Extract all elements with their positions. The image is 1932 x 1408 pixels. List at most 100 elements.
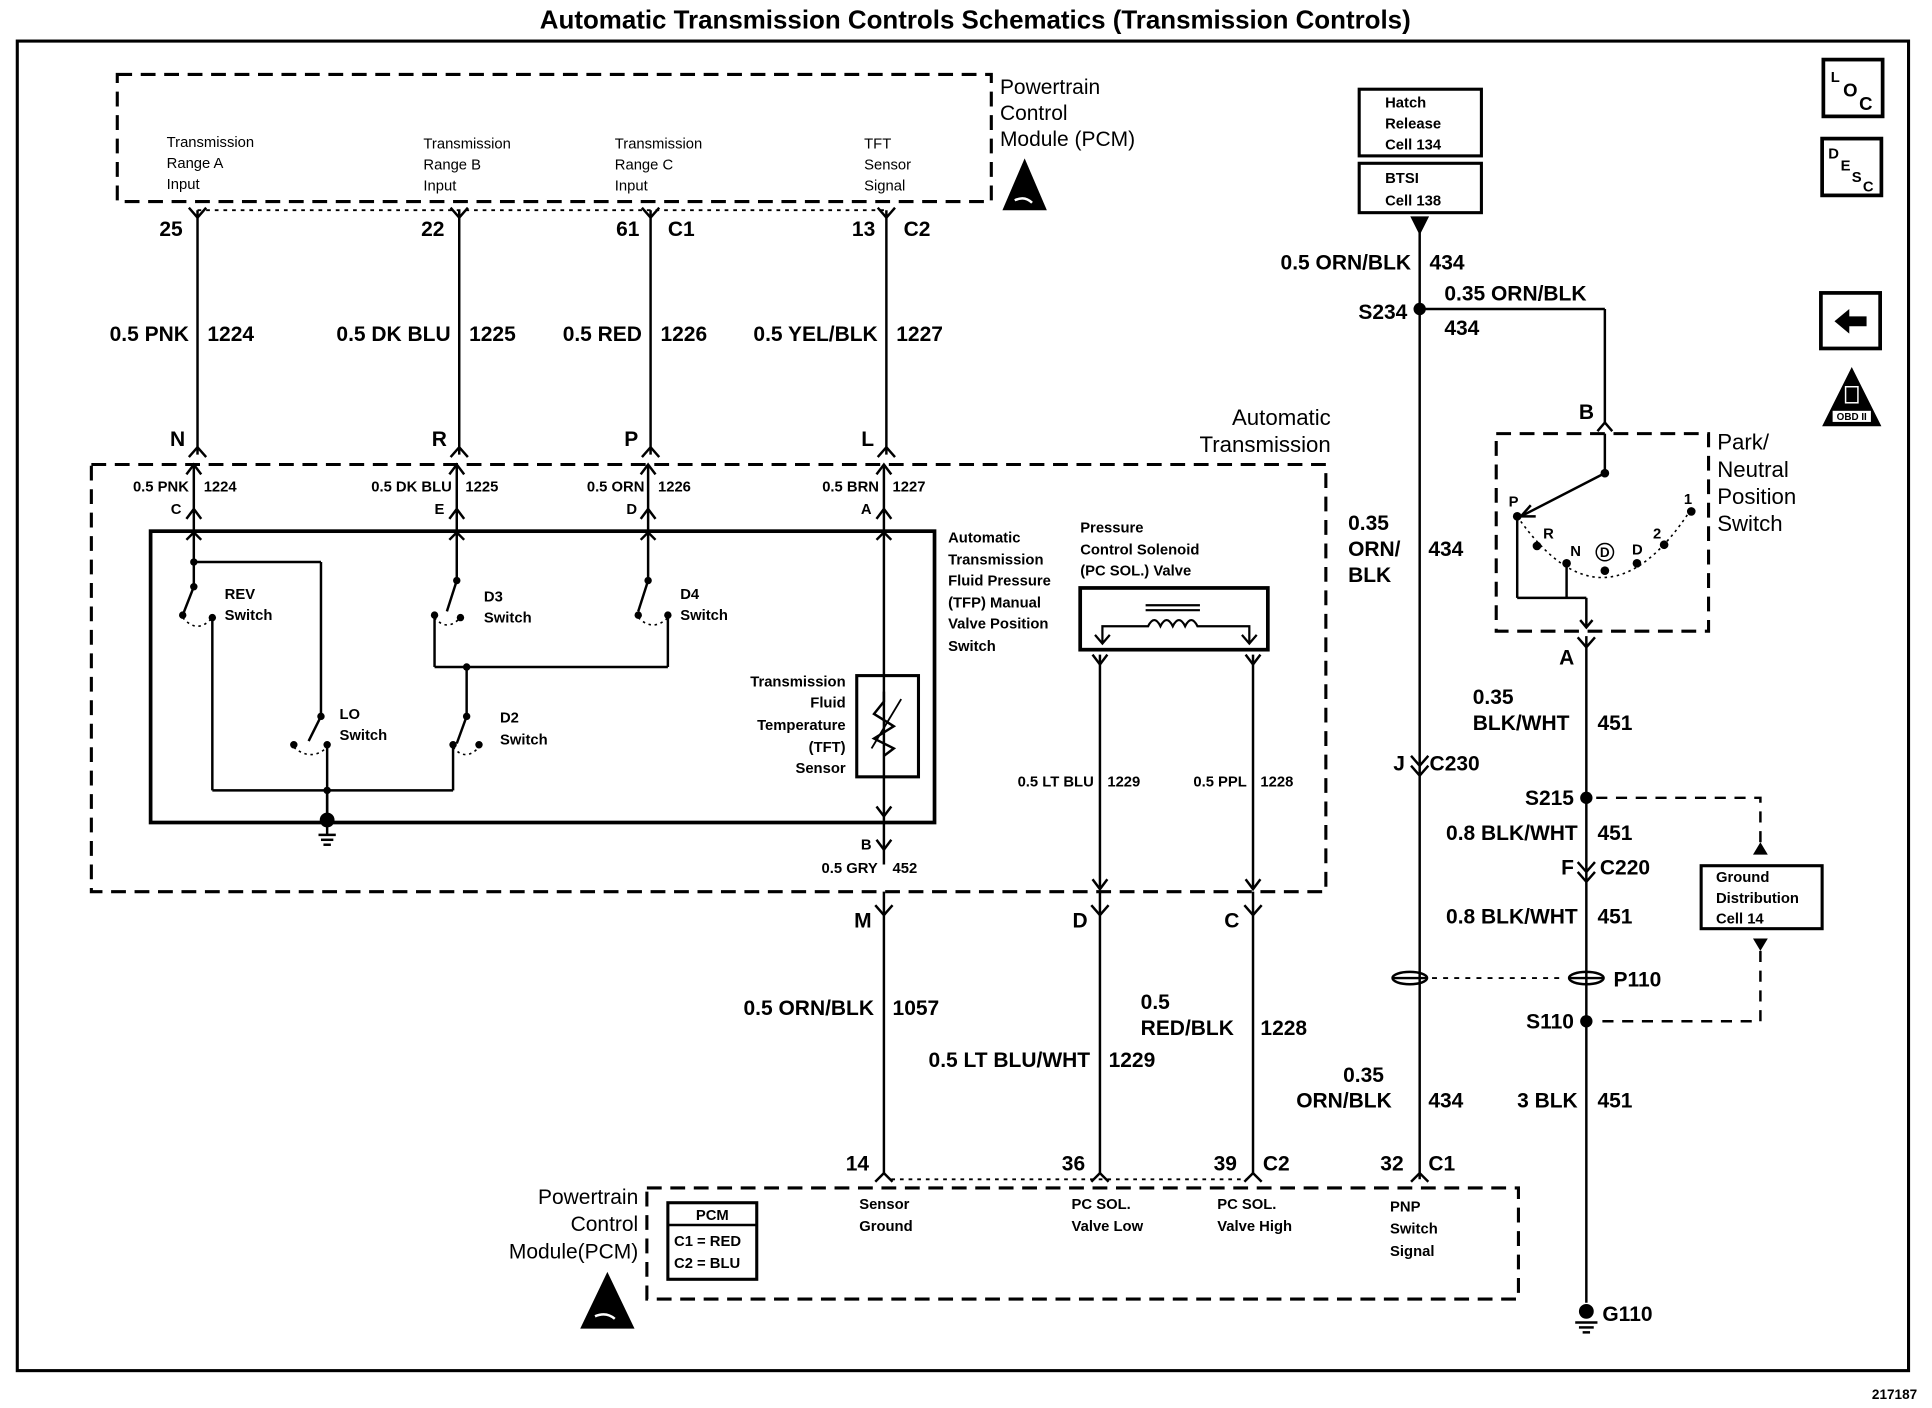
pnp-label-4: Switch <box>1717 511 1782 536</box>
thermistor-icon <box>871 691 897 757</box>
pcm-output-pnp-l3: Signal <box>1390 1244 1434 1260</box>
tft-ground-circuit: 452 <box>893 861 918 877</box>
branch-434-circuit: 434 <box>1444 317 1479 340</box>
esd-warning-icon <box>1002 158 1047 211</box>
splice-s234: S234 <box>1358 301 1407 324</box>
wire-451-b-color: 0.8 BLK/WHT <box>1446 822 1578 845</box>
pcm-bottom-module: Powertrain Control Module(PCM) PCM C1 = … <box>509 1186 1520 1329</box>
outer-border <box>15 39 1911 1373</box>
description-icon[interactable]: D E S C <box>1820 136 1884 198</box>
wire-1226-circuit: 1226 <box>660 323 707 346</box>
switch-d3-name: D3 <box>484 590 503 606</box>
wire-1224-circuit: 1224 <box>207 323 254 346</box>
wire-1229-color: 0.5 LT BLU/WHT <box>929 1049 1091 1072</box>
pnp-pos-d: D <box>1632 543 1643 559</box>
splice-s110-dot <box>1580 1015 1593 1028</box>
pcm-pin-14: 14 <box>846 1153 870 1176</box>
pcm-input-tft-l1: TFT <box>864 136 891 152</box>
terminal-d: D <box>1072 909 1087 932</box>
tft-label-4: (TFT) <box>809 740 846 756</box>
pcm-input-a-l2: Range A <box>167 156 224 172</box>
right-circuit: Hatch Release Cell 134 BTSI Cell 138 0.5… <box>1281 87 1824 1334</box>
inner-pin-d: D <box>626 502 637 518</box>
ref-btsi-l2: Cell 138 <box>1385 193 1441 209</box>
wire-1225-color: 0.5 DK BLU <box>336 323 450 346</box>
pnp-pos-p: P <box>1509 494 1519 510</box>
pcm-input-tft-l3: Signal <box>864 178 905 194</box>
legend-row-c2: C2 = BLU <box>674 1256 740 1272</box>
inner-wire-1225-color: 0.5 DK BLU <box>371 480 452 496</box>
pnp-pos-d-overdrive: D <box>1600 545 1610 560</box>
tfp-label-6: Switch <box>948 639 996 655</box>
pcm-output-sensor-ground-l1: Sensor <box>859 1197 909 1213</box>
pnp-pos-2: 2 <box>1653 527 1661 543</box>
desc-letter-d: D <box>1828 146 1839 162</box>
pcm-bottom-label-2: Control <box>571 1213 639 1236</box>
branch-434-color: 0.35 ORN/BLK <box>1444 282 1586 305</box>
switch-d4-label: Switch <box>680 608 728 624</box>
ground-ref-l3: Cell 14 <box>1716 912 1764 928</box>
ref-box-ground-distribution[interactable] <box>1699 864 1824 931</box>
transmission-label-2: Transmission <box>1199 432 1330 457</box>
pass-through-p110: P110 <box>1613 969 1661 992</box>
terminal-l: L <box>861 428 874 451</box>
switch-d4-name: D4 <box>680 587 700 603</box>
pcm-bottom-label-3: Module(PCM) <box>509 1240 638 1263</box>
tfp-label-4: (TFP) Manual <box>948 596 1041 612</box>
pc-sol-wire-1229-color: 0.5 LT BLU <box>1018 775 1094 791</box>
tft-ground-pin: B <box>861 838 872 854</box>
switch-d2-label: Switch <box>500 733 548 749</box>
pcm-connector-c2-bottom: C2 <box>1263 1153 1290 1176</box>
ground-g110: G110 <box>1602 1303 1652 1326</box>
solenoid-coil-icon <box>1094 604 1258 646</box>
ground-ref-l2: Distribution <box>1716 891 1799 907</box>
inner-wire-1226-circuit: 1226 <box>658 480 691 496</box>
pcm-connector-c2: C2 <box>904 218 931 241</box>
terminal-r: R <box>432 428 447 451</box>
pcm-pin-25: 25 <box>159 218 183 241</box>
tfp-label-2: Transmission <box>948 553 1043 569</box>
wire-434-top-color: 0.5 ORN/BLK <box>1281 251 1412 274</box>
c220-connector: C220 <box>1600 856 1650 879</box>
ground-icon <box>1575 1303 1598 1334</box>
c230-pin: J <box>1393 753 1405 776</box>
ref-box-btsi[interactable] <box>1357 161 1483 215</box>
lower-wires <box>874 891 1263 1183</box>
switch-lo-name: LO <box>339 707 360 723</box>
pnp-label-1: Park/ <box>1717 430 1770 455</box>
ref-box-hatch-release[interactable] <box>1357 87 1483 158</box>
loc-letter-c: C <box>1859 93 1872 114</box>
pcm-top-label-1: Powertrain <box>1000 76 1100 99</box>
location-icon[interactable]: L O C <box>1821 57 1885 119</box>
splice-s110: S110 <box>1526 1011 1574 1034</box>
pcm-pin-36: 36 <box>1062 1153 1085 1176</box>
inner-wire-1226-color: 0.5 ORN <box>587 480 645 496</box>
inner-pin-e: E <box>435 502 445 518</box>
pcm-output-pnp-l2: Switch <box>1390 1222 1438 1238</box>
splice-s215-dot <box>1580 791 1593 804</box>
pcm-connector-c1-bottom: C1 <box>1428 1153 1455 1176</box>
pcm-input-c-l2: Range C <box>615 157 674 173</box>
inner-wire-1227-color: 0.5 BRN <box>822 480 879 496</box>
pnp-label-3: Position <box>1717 484 1796 509</box>
pc-sol-label-1: Pressure <box>1080 520 1143 536</box>
ref-btsi-l1: BTSI <box>1385 171 1419 187</box>
inner-wire-1224-color: 0.5 PNK <box>133 480 189 496</box>
pcm-top-module: Powertrain Control Module (PCM) Transmis… <box>115 72 1135 212</box>
inner-wire-1225-circuit: 1225 <box>465 480 498 496</box>
splice-s234-dot <box>1413 302 1426 316</box>
pcm-pin-22: 22 <box>421 218 444 241</box>
switch-d2-name: D2 <box>500 711 519 727</box>
pcm-input-a-l3: Input <box>167 177 200 193</box>
inner-pin-a: A <box>861 502 872 518</box>
pnp-pos-1: 1 <box>1684 492 1692 508</box>
wire-434-low-circuit: 434 <box>1428 1090 1463 1113</box>
inner-wire-1227-circuit: 1227 <box>893 480 926 496</box>
pcm-pin-39: 39 <box>1214 1153 1237 1176</box>
obd-ii-icon[interactable]: OBD II <box>1822 366 1882 427</box>
pc-sol-wire-1228-color: 0.5 PPL <box>1193 775 1246 791</box>
pcm-output-pcsol-high-l1: PC SOL. <box>1217 1197 1276 1213</box>
back-arrow-icon[interactable] <box>1819 291 1883 351</box>
tfp-label-5: Valve Position <box>948 617 1048 633</box>
wire-434-top-circuit: 434 <box>1430 251 1465 274</box>
